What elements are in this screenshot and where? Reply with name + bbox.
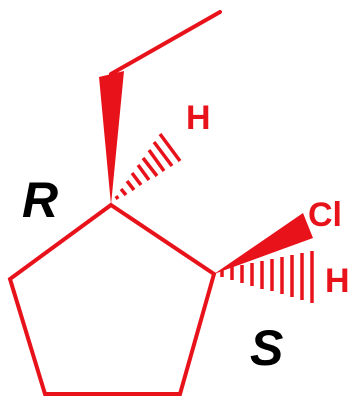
- wedge-bond-cl: [214, 213, 313, 274]
- hashed-bond-h-right: [220, 251, 314, 303]
- ethyl-bond: [109, 10, 222, 76]
- atom-label-h-top: H: [186, 99, 211, 137]
- wedge-bond-ethyl: [99, 71, 124, 205]
- stereo-descriptor-r: R: [22, 172, 58, 228]
- atom-label-h-right: H: [325, 262, 350, 300]
- cyclopentane-ring: [7, 202, 217, 396]
- stereo-descriptor-s: S: [250, 320, 283, 376]
- hashed-bond-h-top: [114, 132, 182, 200]
- atom-label-cl: Cl: [308, 196, 342, 234]
